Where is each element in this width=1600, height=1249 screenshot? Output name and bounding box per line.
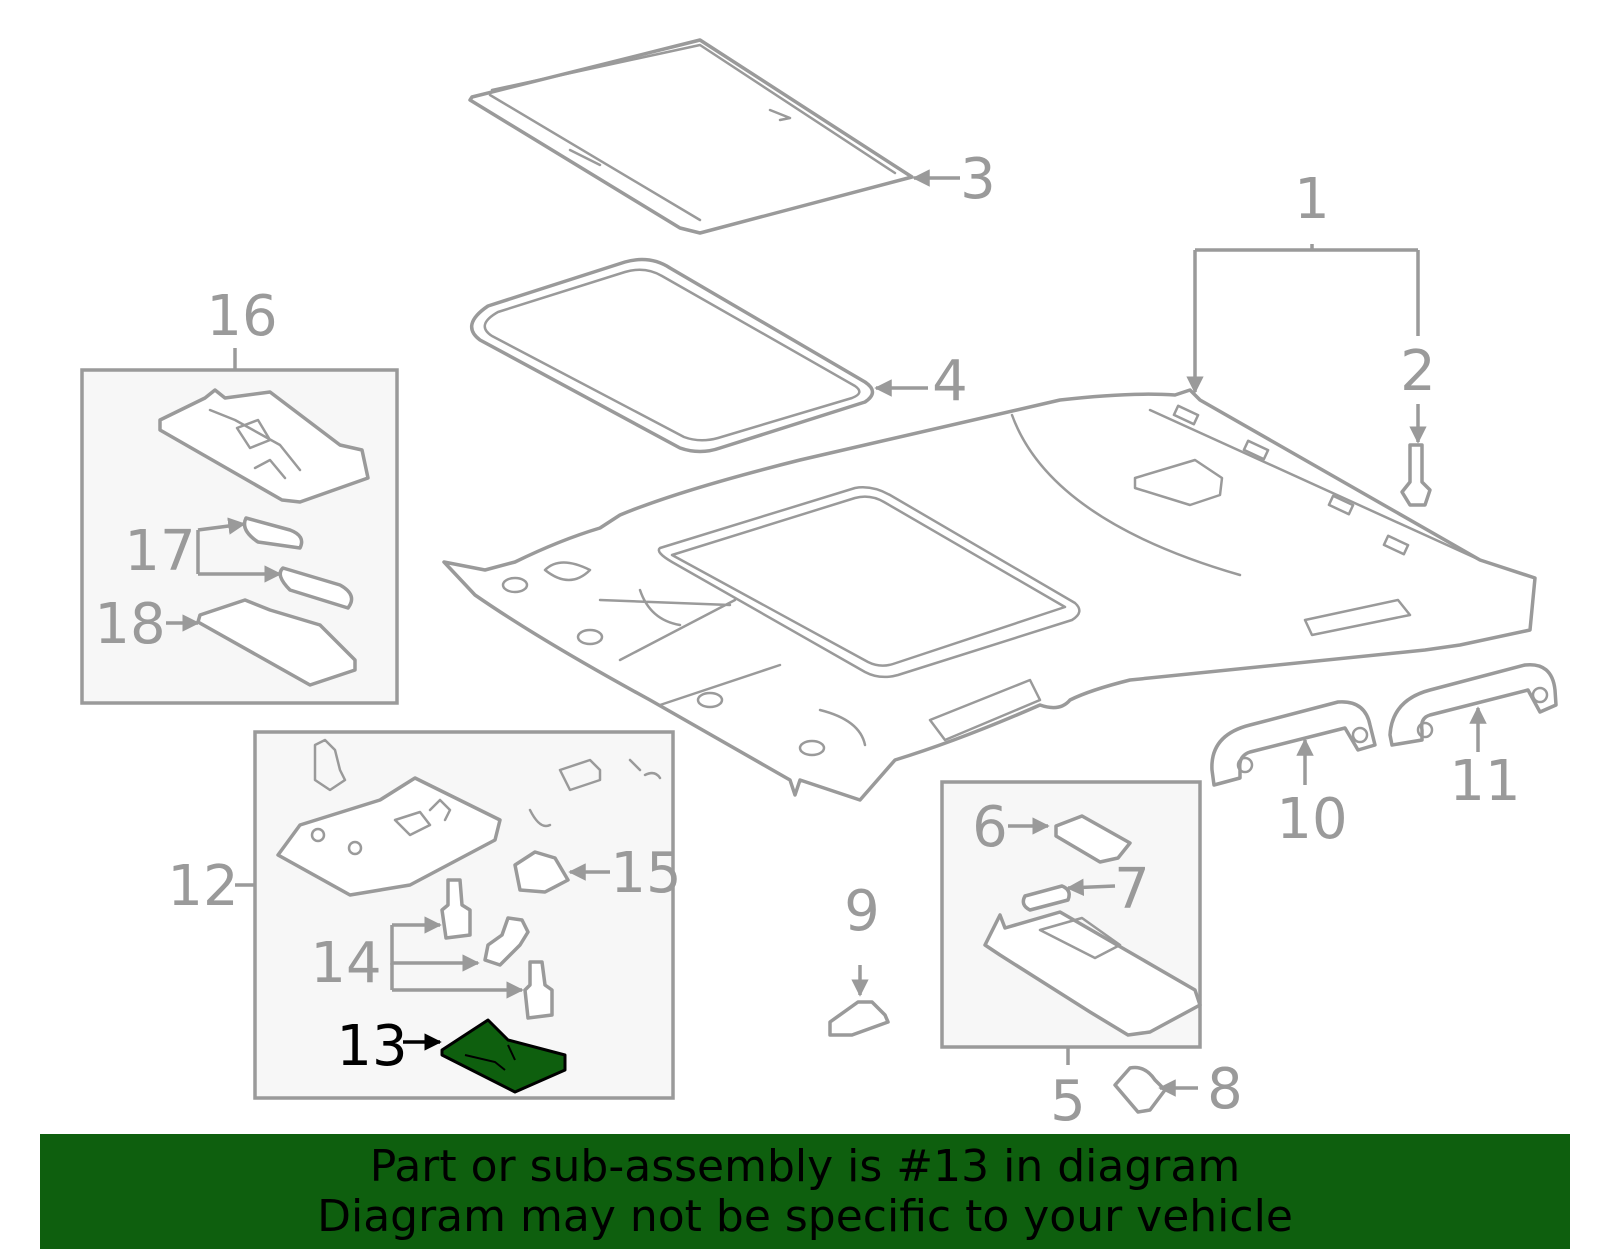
part-8-holder [1113, 1065, 1167, 1114]
callout-3: 3 [960, 147, 996, 212]
leader-lines [166, 169, 1487, 1097]
callout-17: 17 [124, 519, 195, 584]
part-1-headliner [442, 388, 1537, 802]
callout-13: 13 [336, 1014, 407, 1079]
part-12-dome-lamp [276, 738, 662, 897]
banner-line-1: Part or sub-assembly is #13 in diagram [369, 1141, 1241, 1192]
callout-1: 1 [1294, 167, 1330, 232]
part-9-clip [828, 1000, 890, 1037]
info-banner: Part or sub-assembly is #13 in diagram D… [40, 1134, 1570, 1249]
banner-line-2: Diagram may not be specific to your vehi… [317, 1191, 1293, 1242]
parts-diagram: 1 2 3 4 5 6 7 8 9 10 11 12 13 14 15 16 1… [80, 38, 1558, 1130]
callout-15: 15 [610, 841, 681, 906]
callout-11: 11 [1449, 749, 1520, 814]
part-10-assist-grip [1210, 700, 1377, 787]
part-6-mirror-cover [1054, 814, 1132, 864]
callout-8: 8 [1207, 1057, 1243, 1122]
part-5-sun-visor [983, 910, 1202, 1037]
part-7-bulb [1021, 884, 1071, 912]
callout-10: 10 [1276, 787, 1347, 852]
part-4-weatherstrip [470, 257, 875, 454]
callout-12: 12 [167, 854, 238, 919]
callout-4: 4 [932, 349, 968, 414]
callout-7: 7 [1114, 857, 1150, 922]
part-13-lens-highlighted [440, 1018, 567, 1094]
part-16-map-lamp [158, 388, 370, 504]
callout-16: 16 [206, 284, 277, 349]
part-11-assist-grip [1388, 662, 1558, 747]
callout-5: 5 [1050, 1069, 1086, 1130]
part-15-socket [513, 850, 570, 894]
callout-14: 14 [310, 931, 381, 996]
callout-6: 6 [972, 795, 1008, 860]
callout-18: 18 [94, 592, 165, 657]
part-3-sunshade [468, 38, 914, 235]
callout-2: 2 [1400, 339, 1436, 404]
part-18-lens [196, 598, 357, 687]
callout-9: 9 [844, 879, 880, 944]
callout-numbers: 1 2 3 4 5 6 7 8 9 10 11 12 13 14 15 16 1… [94, 147, 1520, 1130]
part-2-clip [1400, 443, 1432, 507]
